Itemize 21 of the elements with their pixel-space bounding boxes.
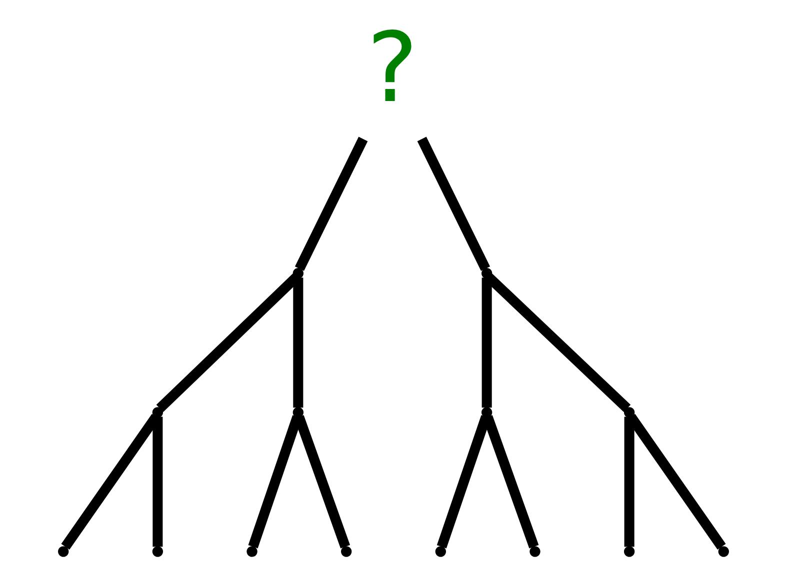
node-point xyxy=(152,546,164,557)
node-point xyxy=(530,546,540,557)
node-point xyxy=(481,268,492,279)
node-text: ? xyxy=(366,12,418,124)
node-point xyxy=(624,407,635,418)
node-point xyxy=(481,407,492,418)
node-point xyxy=(152,407,164,418)
connector xyxy=(624,416,634,547)
node-point xyxy=(58,546,69,557)
connector xyxy=(294,136,368,271)
node-point xyxy=(624,546,635,557)
node-point xyxy=(718,546,729,557)
node-point xyxy=(341,546,352,557)
connector xyxy=(417,136,490,271)
connector xyxy=(293,278,304,408)
connector xyxy=(152,416,163,547)
connector xyxy=(482,278,492,408)
node-point xyxy=(292,407,304,418)
node-point xyxy=(435,546,446,557)
node-point xyxy=(292,268,304,279)
node-point xyxy=(246,546,258,557)
